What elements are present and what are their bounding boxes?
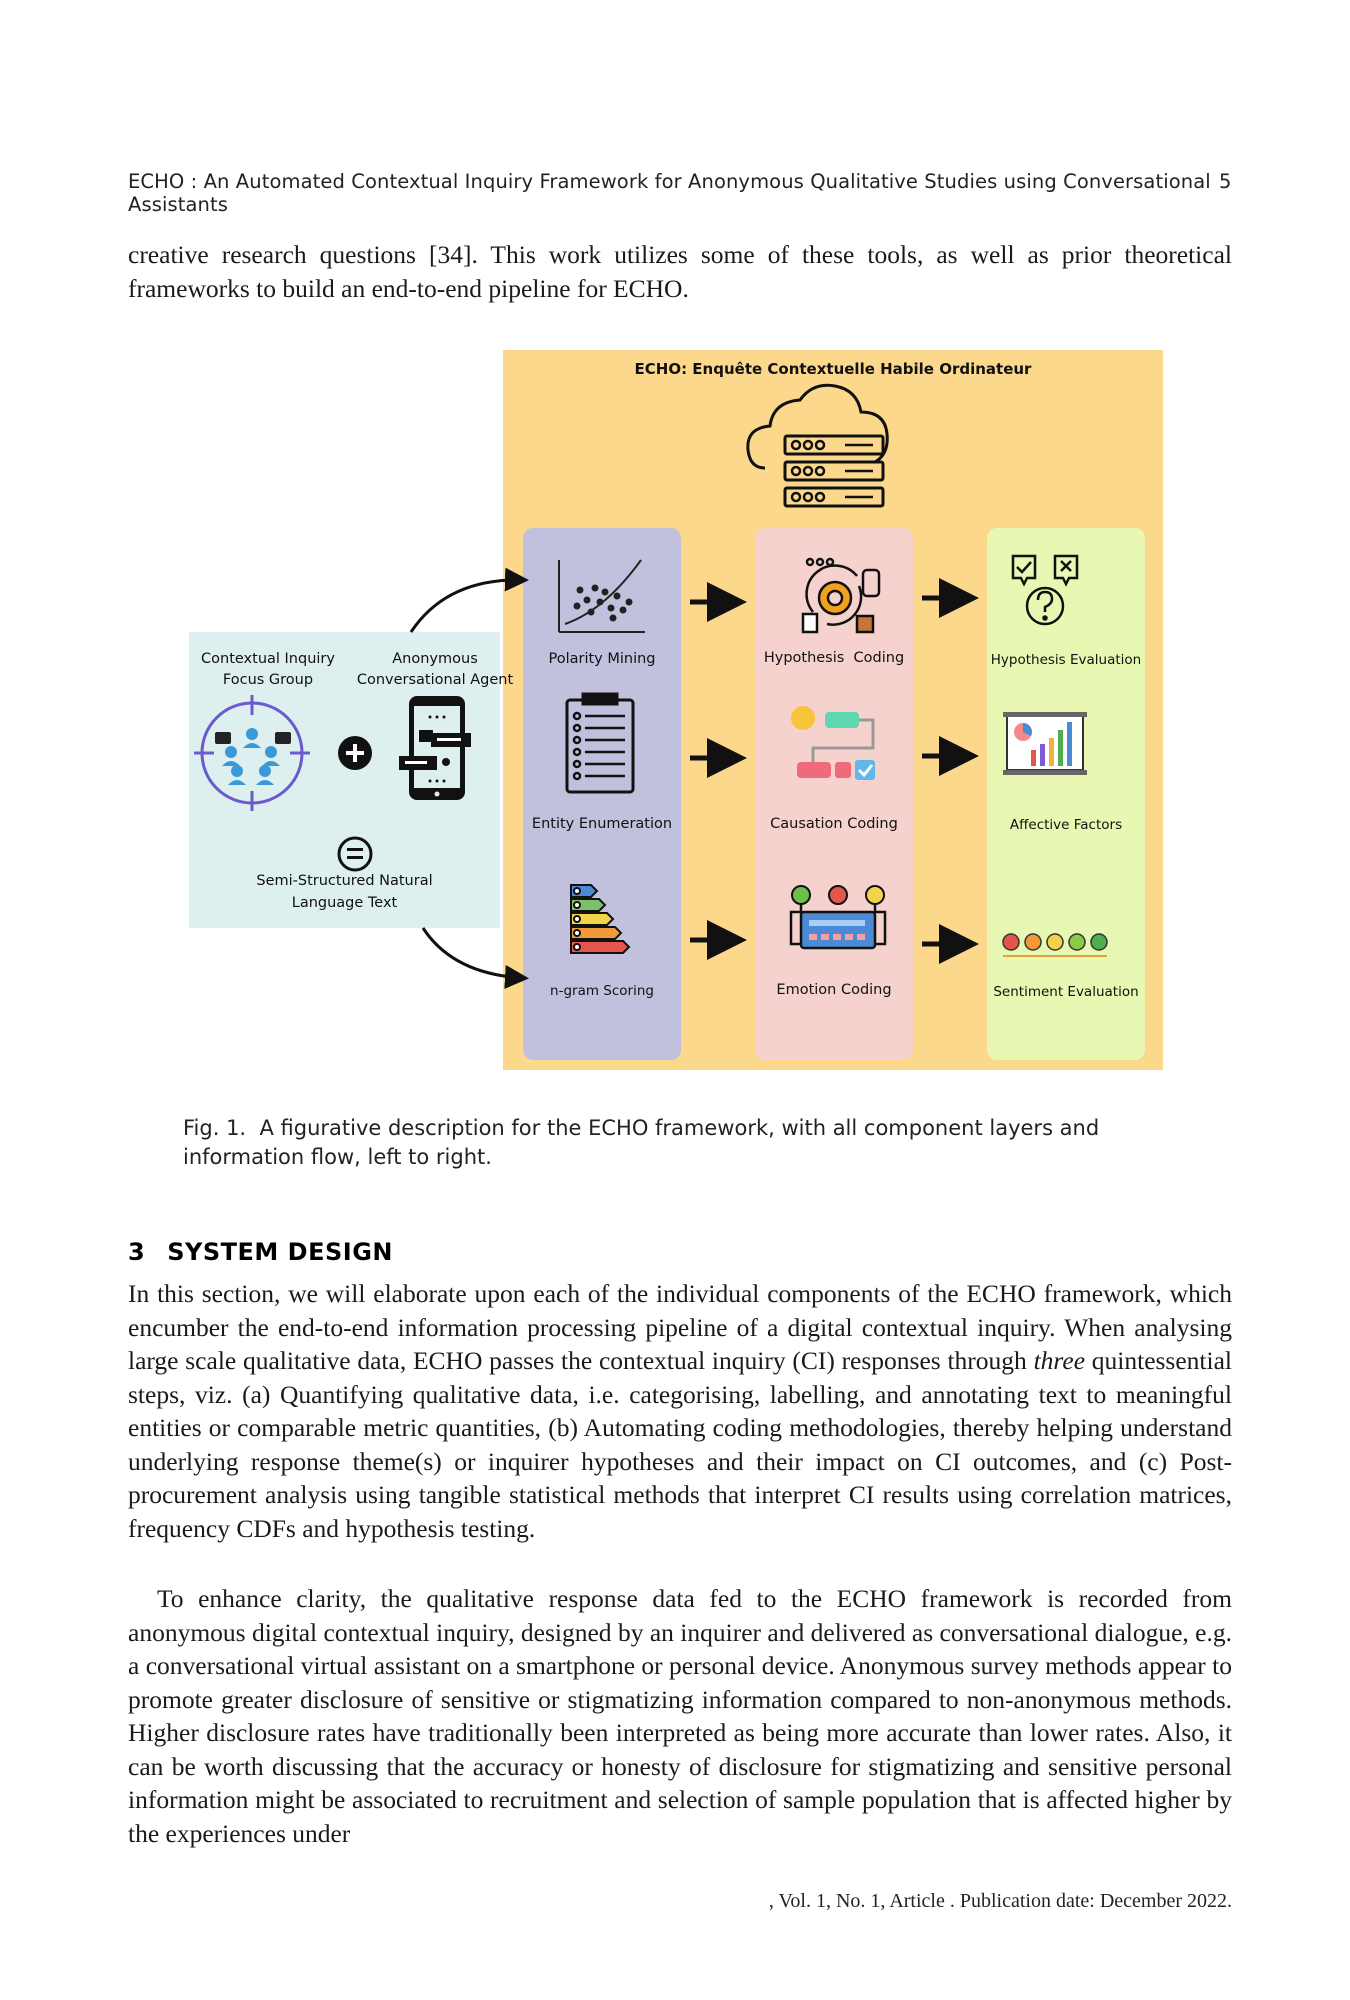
focus-group-label-line2: Focus Group xyxy=(222,672,314,688)
layer1-label-0: Polarity Mining xyxy=(548,651,656,667)
layer3-label-1: Affective Factors xyxy=(1009,817,1123,833)
echo-framework-figure: ECHO: Enquête Contextuelle Habile Ordina… xyxy=(185,350,1165,1070)
section-title: SYSTEM DESIGN xyxy=(167,1238,393,1266)
sentiment-faces-icon xyxy=(1002,933,1108,957)
people-target-icon xyxy=(194,695,310,811)
layer1-label-2: n-gram Scoring xyxy=(550,983,654,999)
layer2-label-0: Hypothesis Coding xyxy=(763,650,905,666)
page-footer: , Vol. 1, No. 1, Article . Publication d… xyxy=(768,1890,1232,1912)
intro-paragraph: creative research questions [34]. This w… xyxy=(128,240,1232,303)
figure-graphics xyxy=(194,383,1108,989)
scatter-plot-icon xyxy=(558,559,645,633)
emotion-board-icon xyxy=(789,885,887,950)
echo-panel-title: ECHO: Enquête Contextuelle Habile Ordina… xyxy=(634,360,1032,378)
section-paragraph-2: To enhance clarity, the qualitative resp… xyxy=(128,1584,1233,1848)
section-number: 3 xyxy=(128,1238,146,1266)
agent-label-line2: Conversational Agent xyxy=(356,672,514,688)
running-header: ECHO : An Automated Contextual Inquiry F… xyxy=(128,170,1211,216)
plus-icon xyxy=(338,736,372,770)
layer2-label-1: Causation Coding xyxy=(770,816,898,832)
section-heading: 3 SYSTEM DESIGN xyxy=(128,1238,393,1266)
layer1-column xyxy=(523,528,681,1060)
agent-label-line1: Anonymous xyxy=(392,651,478,667)
layer1-label-1: Entity Enumeration xyxy=(531,816,673,832)
equals-icon xyxy=(337,836,373,872)
smartphone-chat-icon xyxy=(399,696,471,800)
bar-levels-icon xyxy=(570,884,631,954)
clipboard-list-icon xyxy=(565,692,635,794)
presentation-chart-icon xyxy=(1003,712,1087,775)
question-checklist-icon xyxy=(1011,554,1079,626)
output-label-line1: Semi-Structured Natural xyxy=(256,873,433,889)
section-paragraph-1: In this section, we will elaborate upon … xyxy=(128,1277,1232,1545)
layer3-label-2: Sentiment Evaluation xyxy=(993,984,1139,1000)
layer3-label-0: Hypothesis Evaluation xyxy=(990,652,1142,668)
p1-emphasis: three xyxy=(1033,1346,1086,1375)
output-label-line2: Language Text xyxy=(291,895,398,911)
caption-label: Fig. 1. xyxy=(183,1116,247,1140)
figure-caption: Fig. 1. A figurative description for the… xyxy=(183,1114,1183,1172)
gear-chart-icon xyxy=(801,557,881,634)
layer3-column xyxy=(987,528,1145,1060)
focus-group-label-line1: Contextual Inquiry xyxy=(201,651,335,667)
layer2-label-2: Emotion Coding xyxy=(776,982,892,998)
caption-text: A figurative description for the ECHO fr… xyxy=(183,1116,1100,1169)
flowchart-icon xyxy=(791,706,875,780)
p1-text-a: In this section, we will elaborate upon … xyxy=(128,1279,1232,1375)
page-number: 5 xyxy=(1219,170,1232,193)
p1-text-b: quintessential steps, viz. (a) Quantifyi… xyxy=(128,1346,1232,1543)
cloud-server-icon xyxy=(746,383,889,508)
layer2-column xyxy=(755,528,913,1060)
